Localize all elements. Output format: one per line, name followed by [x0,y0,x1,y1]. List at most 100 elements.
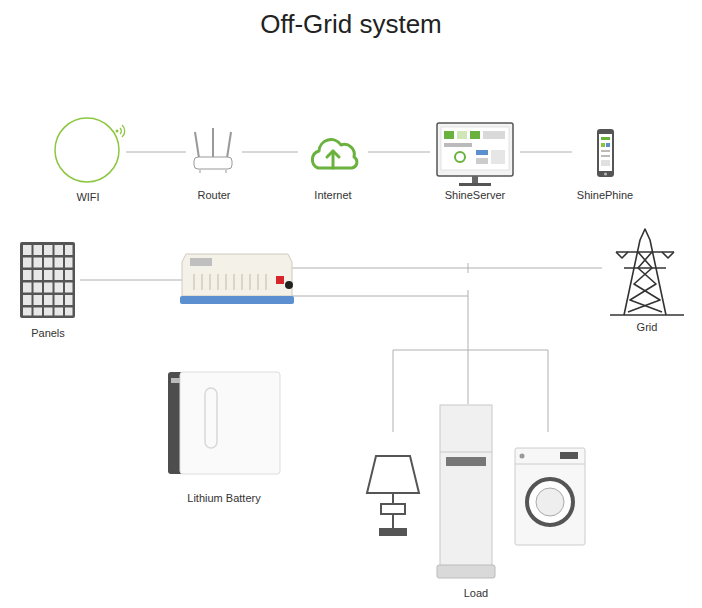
phone-node: ShinePhine [574,124,636,202]
power-wires-part [468,263,469,273]
refrigerator-icon-part [437,565,495,578]
lamp-icon-part [392,514,394,529]
solar-panel-icon-part-part [23,308,32,316]
phone-icon-part [601,150,610,152]
wifi-icon-part [122,125,125,137]
node-label: Panels [31,327,65,340]
washing-machine-icon-part [515,448,585,545]
monitor-icon-part [483,131,505,139]
inverter-icon-part-part [193,274,195,290]
solar-panel-icon-part-part [44,283,53,293]
washing-machine-icon-part [536,488,564,516]
solar-panel-icon-part-part [65,295,73,305]
washing-machine-icon-part [520,454,525,459]
wifi-icon-part [55,118,119,182]
wifi-icon-part [120,128,121,134]
connector-line [126,152,186,153]
lamp-icon-part [367,456,419,493]
node-label: Internet [314,189,351,202]
inverter-icon-part [285,281,293,289]
node-label: ShinePhine [577,189,633,202]
inverter-icon-part-part [225,274,227,290]
refrigerator-icon-part [440,405,492,567]
refrigerator-icon-part [440,452,492,453]
solar-panel-icon-part-part [55,308,64,316]
load-node: Load [360,400,592,600]
diagram-title: Off-Grid system [0,9,702,40]
washing-machine-icon [515,448,585,545]
inverter-icon-part-part [257,274,259,290]
inverter-icon [180,254,294,304]
solar-panel-icon-part-part [44,308,53,316]
node-label: ShineServer [445,189,506,202]
server-node: ShineServer [432,118,518,202]
solar-panel-icon-part-part [34,258,43,268]
solar-panel-icon-part-part [23,245,32,255]
transmission-tower-icon-part [616,252,628,258]
phone-icon-part [604,173,607,176]
router-icon-part [212,128,214,158]
monitor-icon-part [437,123,513,176]
wifi-node: WIFI [52,112,124,204]
lamp-icon-part [392,493,394,504]
solar-panel-icon-part-part [44,295,53,305]
power-wires [80,263,602,432]
phone-icon-part [601,160,610,166]
transmission-tower-icon-part [610,314,684,316]
monitor-icon-part [444,131,454,139]
router-icon-part [227,132,231,158]
washing-machine-icon-part [515,464,585,465]
inverter-icon-part [190,258,212,266]
phone-icon-part [597,129,614,177]
monitor-icon-part [459,183,491,186]
panels-node: Panels [16,238,80,340]
inverter-icon-part [180,296,294,304]
lamp-icon [367,456,419,535]
node-label: Grid [637,321,658,334]
router-icon [194,128,232,173]
inverter-icon-part [182,254,292,296]
washing-machine-icon-part [527,479,573,525]
transmission-tower-icon-part [624,267,666,269]
phone-icon-part [601,137,610,140]
solar-panel-icon-part-part [34,308,43,316]
internet-node: Internet [300,128,366,202]
connector-line [242,152,298,153]
router-icon-part [200,170,201,173]
node-label: Router [197,189,230,202]
node-label: Lithium Battery [187,492,260,505]
transmission-tower-icon [610,229,684,315]
solar-panel-icon-part [20,242,75,318]
battery-icon [168,372,280,474]
phone-icon-part [599,134,612,171]
transmission-tower-icon-part [662,252,674,258]
solar-panel-icon-part [23,245,73,316]
wifi-icon-part [116,130,119,133]
inverter-icon-part-part [201,274,203,290]
power-wires-part [393,350,394,432]
power-wires-part [80,280,183,281]
solar-panel-icon-part-part [34,283,43,293]
monitor-icon-part [455,152,465,162]
wifi-icon [55,118,125,182]
power-wires-part [292,296,468,297]
monitor-icon-part [476,158,488,164]
inverter-icon-part-part [249,274,251,290]
router-icon-part [226,170,227,173]
solar-panel-icon-part-part [23,258,32,268]
transmission-tower-icon-part [630,252,662,312]
connector-line [368,152,430,153]
solar-panel-icon-part-part [65,258,73,268]
solar-panel-icon-part-part [55,295,64,305]
solar-panel-icon-part-part [55,283,64,293]
power-wires-part [393,350,548,351]
inverter-icon-part-part [209,274,211,290]
solar-panel-icon-part-part [44,258,53,268]
router-node: Router [188,120,240,202]
power-wires-part [292,268,602,269]
solar-panel-icon-part-part [55,245,64,255]
monitor-icon-part [457,131,467,139]
monitor-icon-part [441,127,509,170]
solar-panel-icon-part-part [23,270,32,280]
